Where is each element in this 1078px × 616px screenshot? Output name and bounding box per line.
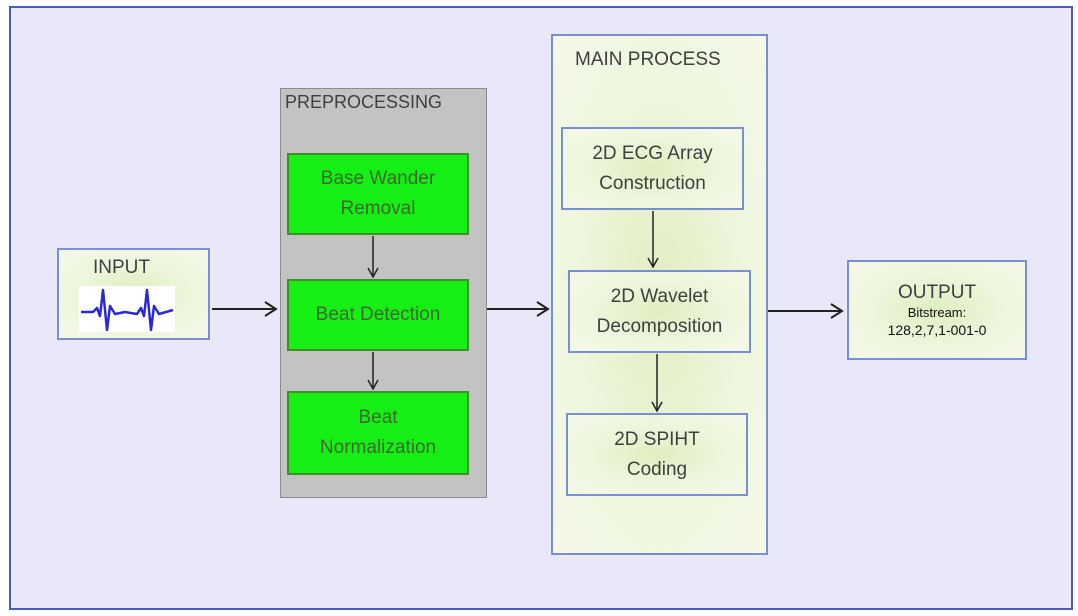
step-label-line1: 2D Wavelet xyxy=(610,285,709,307)
step-label-line2: Normalization xyxy=(319,437,437,458)
step-label-line2: Removal xyxy=(340,198,416,219)
step-label-line1: 2D ECG Array xyxy=(592,142,713,164)
step-label-line2: Construction xyxy=(599,172,706,194)
step-beat-normalization: Beat Normalization xyxy=(287,391,469,475)
step-beat-detection: Beat Detection xyxy=(287,279,469,351)
input-box: INPUT xyxy=(57,248,210,340)
step-label-line2: Coding xyxy=(626,458,688,480)
step-label-line1: 2D SPIHT xyxy=(614,428,700,450)
output-sub-line2: 128,2,7,1-001-0 xyxy=(887,322,987,338)
preprocessing-title: PREPROCESSING xyxy=(285,92,443,112)
output-box: OUTPUT Bitstream: 128,2,7,1-001-0 xyxy=(847,260,1027,360)
output-label: OUTPUT xyxy=(897,282,977,303)
step-2d-ecg-array-construction: 2D ECG Array Construction xyxy=(561,127,744,210)
output-sub-line1: Bitstream: xyxy=(907,305,967,320)
main-process-title: MAIN PROCESS xyxy=(575,49,721,70)
step-base-wander-removal: Base Wander Removal xyxy=(287,153,469,235)
step-label-line1: Base Wander xyxy=(320,168,436,189)
step-2d-wavelet-decomposition: 2D Wavelet Decomposition xyxy=(568,270,751,353)
step-label-line2: Decomposition xyxy=(596,315,723,337)
ecg-waveform-icon xyxy=(79,286,175,332)
step-label: Beat Detection xyxy=(315,304,441,325)
step-2d-spiht-coding: 2D SPIHT Coding xyxy=(566,413,748,496)
input-label: INPUT xyxy=(93,257,150,278)
step-label-line1: Beat xyxy=(358,407,398,428)
